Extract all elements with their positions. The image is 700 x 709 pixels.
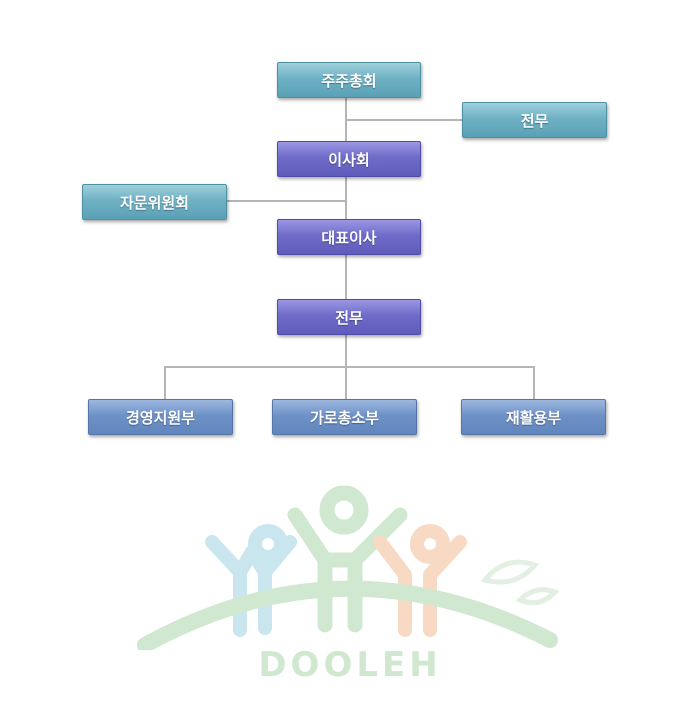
connector-dept-left xyxy=(164,366,166,399)
ceo-label: 대표이사 xyxy=(321,228,377,247)
connector-ceo-managing-director xyxy=(345,255,347,299)
advisory-committee-label: 자문위원회 xyxy=(119,193,189,212)
board-of-directors-box: 이사회 xyxy=(277,141,421,177)
managing-director-top-label: 전무 xyxy=(520,111,549,130)
connector-departments-horizontal xyxy=(164,366,535,368)
shareholders-meeting-box: 주주총회 xyxy=(277,62,421,98)
managing-director-label: 전무 xyxy=(335,308,363,327)
department-label: 재활용부 xyxy=(505,408,562,427)
board-of-directors-label: 이사회 xyxy=(328,150,370,169)
connector-board-ceo xyxy=(345,177,347,219)
advisory-committee-box: 자문위원회 xyxy=(82,184,227,220)
logo-text: DOOLEH xyxy=(258,645,442,685)
department-box: 가로총소부 xyxy=(272,399,417,435)
managing-director-box: 전무 xyxy=(277,299,421,335)
dooleh-logo-mark xyxy=(137,485,560,650)
ceo-box: 대표이사 xyxy=(277,219,421,255)
department-box: 재활용부 xyxy=(461,399,606,435)
managing-director-top-box: 전무 xyxy=(462,102,607,138)
department-label: 가로총소부 xyxy=(309,408,379,427)
connector-dept-right xyxy=(533,366,535,399)
shareholders-meeting-label: 주주총회 xyxy=(321,71,377,90)
department-label: 경영지원부 xyxy=(125,408,195,427)
connector-managing-director-top xyxy=(346,119,462,121)
department-box: 경영지원부 xyxy=(88,399,233,435)
connector-advisory-committee xyxy=(226,200,346,202)
